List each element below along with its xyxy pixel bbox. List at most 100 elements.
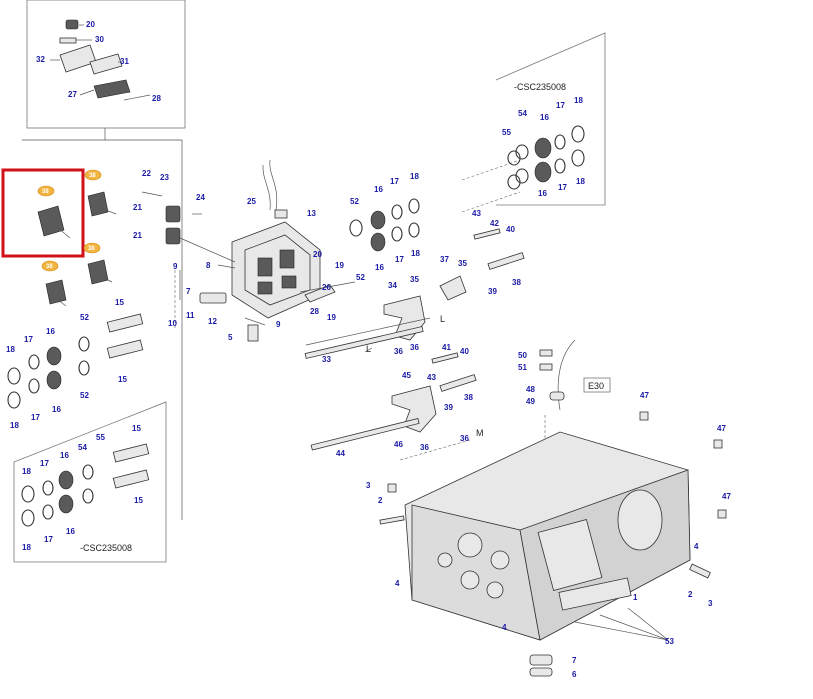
callout-8: 8 [206,261,211,270]
callout-52: 52 [350,197,359,206]
callout-30: 30 [95,35,104,44]
callout-5: 5 [228,333,233,342]
callout-53: 53 [665,637,674,646]
callout-15: 15 [132,424,141,433]
section-letter-l: L [440,314,445,324]
callout-15: 15 [134,496,143,505]
callout-36: 36 [460,434,469,443]
callout-20: 20 [313,250,322,259]
callout-36: 36 [410,343,419,352]
callout-16: 16 [540,113,549,122]
callout-49: 49 [526,397,535,406]
callout-20: 20 [86,20,95,29]
transmission-housing: E30 50 51 48 49 47 47 47 3 2 4 4 4 1 2 3… [366,339,731,679]
callout-45: 45 [402,371,411,380]
callout-18: 18 [22,467,31,476]
callout-19: 19 [335,261,344,270]
callout-46: 46 [394,440,403,449]
tag-e30: E30 [588,381,604,391]
callout-55: 55 [96,433,105,442]
callout-48: 48 [526,385,535,394]
inset-csc-bottom-left: -CSC235008 15 54 55 16 17 18 15 16 17 18 [13,401,167,563]
callout-17: 17 [395,255,404,264]
callout-6: 6 [572,670,577,679]
callout-18: 18 [574,96,583,105]
callout-52: 52 [80,313,89,322]
callout-13: 13 [307,209,316,218]
callout-18: 18 [10,421,19,430]
callout-15: 15 [115,298,124,307]
callout-19: 19 [327,313,336,322]
control-valve-block: 22 23 24 21 21 25 13 52 9 8 7 11 10 12 9… [133,159,365,342]
callout-3: 3 [708,599,713,608]
badge-38: 38 [42,189,49,195]
callout-42: 42 [490,219,499,228]
callout-18: 18 [411,249,420,258]
callout-2: 2 [688,590,693,599]
callout-43: 43 [472,209,481,218]
callout-2: 2 [378,496,383,505]
callout-40: 40 [460,347,469,356]
callout-54: 54 [518,109,527,118]
badge-38: 38 [88,246,95,252]
callout-17: 17 [24,335,33,344]
inset-valve-detail: 20 30 32 31 27 28 [22,0,186,520]
callout-21: 21 [133,231,142,240]
badge-38: 38 [89,173,96,179]
callout-26: 26 [322,283,331,292]
callout-28: 28 [310,307,319,316]
callout-22: 22 [142,169,151,178]
inset-csc-top-right: -CSC235008 55 54 16 17 18 16 17 18 [495,32,606,206]
highlighted-part-box [1,168,85,258]
badge-38: 38 [46,264,53,270]
callout-15: 15 [118,375,127,384]
callout-38: 38 [464,393,473,402]
callout-39: 39 [488,287,497,296]
callout-9: 9 [173,262,178,271]
callout-47: 47 [717,424,726,433]
callout-23: 23 [160,173,169,182]
tag-box [583,377,611,393]
callout-7: 7 [186,287,191,296]
callout-44: 44 [336,449,345,458]
callout-24: 24 [196,193,205,202]
callout-16: 16 [60,451,69,460]
callout-43: 43 [427,373,436,382]
callout-52: 52 [356,273,365,282]
callout-47: 47 [640,391,649,400]
callout-4: 4 [694,542,699,551]
callout-1: 1 [633,593,638,602]
section-letter-m: M [476,428,484,438]
callout-35: 35 [410,275,419,284]
rod-group-middle: 41 40 45 43 39 38 46 36 36 44 [336,343,473,458]
callout-4: 4 [502,623,507,632]
callout-16: 16 [374,185,383,194]
callout-28: 28 [152,94,161,103]
callout-55: 55 [502,128,511,137]
callout-11: 11 [186,311,195,320]
callout-17: 17 [390,177,399,186]
callout-31: 31 [120,57,129,66]
callout-36: 36 [420,443,429,452]
variant-label-bottom: -CSC235008 [80,543,132,553]
callout-18: 18 [576,177,585,186]
callout-7: 7 [572,656,577,665]
callout-18: 18 [22,543,31,552]
callout-17: 17 [31,413,40,422]
callout-17: 17 [556,101,565,110]
variant-label-top: -CSC235008 [514,82,566,92]
callout-38: 38 [512,278,521,287]
callout-17: 17 [40,459,49,468]
gear-stack-center: 16 17 18 16 17 18 [349,172,420,272]
callout-16: 16 [538,189,547,198]
valve-group: 38 38 38 38 [1,168,117,307]
callout-40: 40 [506,225,515,234]
callout-25: 25 [247,197,256,206]
callout-50: 50 [518,351,527,360]
callout-3: 3 [366,481,371,490]
callout-37: 37 [440,255,449,264]
callout-9: 9 [276,320,281,329]
callout-39: 39 [444,403,453,412]
callout-12: 12 [208,317,217,326]
